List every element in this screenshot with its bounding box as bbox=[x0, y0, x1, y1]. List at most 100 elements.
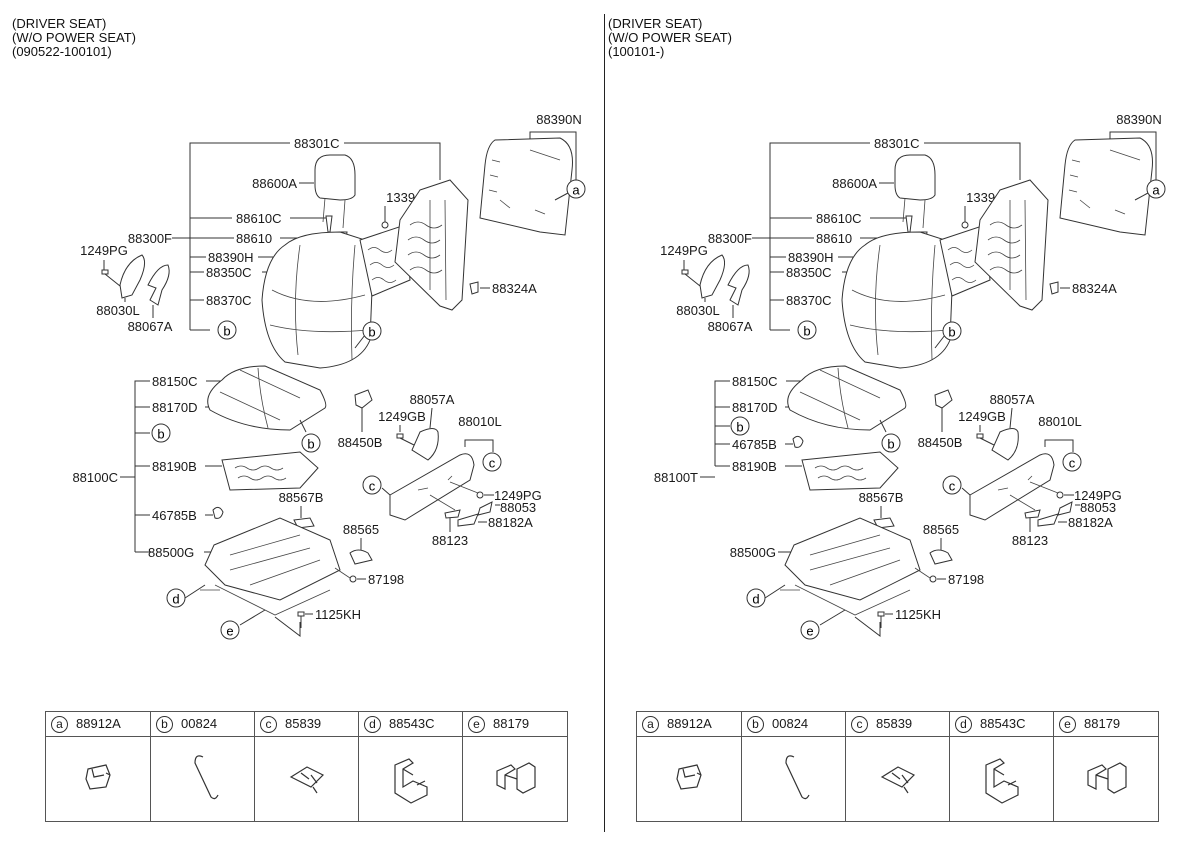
part-label-88067a[interactable]: 88067A bbox=[708, 319, 753, 334]
part-label-88100[interactable]: 88100T bbox=[654, 470, 698, 485]
seat-back-frame-88301C[interactable] bbox=[974, 179, 1049, 311]
part-label-88123[interactable]: 88123 bbox=[1012, 533, 1048, 548]
cover-88182A[interactable] bbox=[457, 513, 479, 527]
part-label-88390n[interactable]: 88390N bbox=[1116, 112, 1162, 127]
cover-88565[interactable] bbox=[929, 549, 953, 565]
shield-88030L[interactable] bbox=[699, 254, 726, 299]
part-label-1249pg_top[interactable]: 1249PG bbox=[660, 243, 708, 258]
shield-88030L[interactable] bbox=[119, 254, 146, 299]
shield-cover-88067A[interactable] bbox=[727, 264, 750, 306]
part-label-46785b[interactable]: 46785B bbox=[152, 508, 197, 523]
bolt-87198[interactable] bbox=[349, 575, 357, 583]
part-label-1249gb[interactable]: 1249GB bbox=[378, 409, 426, 424]
part-label-88030l[interactable]: 88030L bbox=[676, 303, 719, 318]
bolt-1249PG[interactable] bbox=[101, 269, 121, 287]
part-label-88301c[interactable]: 88301C bbox=[294, 136, 340, 151]
seat-back-cushion-88370C[interactable] bbox=[261, 231, 374, 369]
headrest-guide-88610C[interactable] bbox=[325, 215, 333, 233]
shield-cover-88067A[interactable] bbox=[147, 264, 170, 306]
part-label-88567b[interactable]: 88567B bbox=[279, 490, 324, 505]
part-label-88100[interactable]: 88100C bbox=[72, 470, 118, 485]
part-label-88565[interactable]: 88565 bbox=[923, 522, 959, 537]
seat-cushion-88170D[interactable] bbox=[207, 365, 327, 431]
clip-46785B[interactable] bbox=[212, 506, 224, 519]
part-label-88390h[interactable]: 88390H bbox=[788, 250, 834, 265]
part-label-88053[interactable]: 88053 bbox=[500, 500, 536, 515]
bolt-1125KH[interactable] bbox=[297, 611, 305, 628]
part-label-88030l[interactable]: 88030L bbox=[96, 303, 139, 318]
part-label-88350c[interactable]: 88350C bbox=[786, 265, 832, 280]
part-label-88324a[interactable]: 88324A bbox=[492, 281, 537, 296]
knob-88057A[interactable] bbox=[411, 428, 439, 461]
part-label-1125kh[interactable]: 1125KH bbox=[895, 607, 941, 622]
seat-back-cushion-88370C[interactable] bbox=[841, 231, 954, 369]
bolt-1249PG[interactable] bbox=[681, 269, 701, 287]
part-label-88300f[interactable]: 88300F bbox=[708, 231, 752, 246]
clip-46785B[interactable] bbox=[792, 435, 804, 448]
headrest-guide-88610C[interactable] bbox=[905, 215, 913, 233]
seat-frame-88500G[interactable] bbox=[204, 517, 341, 601]
part-label-1125kh[interactable]: 1125KH bbox=[315, 607, 361, 622]
part-label-88010l[interactable]: 88010L bbox=[1038, 414, 1081, 429]
bolt-1125KH[interactable] bbox=[877, 611, 885, 628]
part-label-88450b[interactable]: 88450B bbox=[918, 435, 963, 450]
part-label-88182a[interactable]: 88182A bbox=[488, 515, 533, 530]
seat-frame-88500G[interactable] bbox=[784, 517, 921, 601]
seat-back-board-88390N[interactable] bbox=[479, 137, 573, 236]
bolt-87198[interactable] bbox=[929, 575, 937, 583]
bolt-1249GB[interactable] bbox=[976, 433, 995, 446]
part-label-88567b[interactable]: 88567B bbox=[859, 490, 904, 505]
part-label-88610c[interactable]: 88610C bbox=[816, 211, 862, 226]
part-label-88067a[interactable]: 88067A bbox=[128, 319, 173, 334]
part-label-88500g[interactable]: 88500G bbox=[730, 545, 776, 560]
part-label-88057a[interactable]: 88057A bbox=[410, 392, 455, 407]
part-label-88600a[interactable]: 88600A bbox=[832, 176, 877, 191]
part-label-1249pg_top[interactable]: 1249PG bbox=[80, 243, 128, 258]
cover-88053[interactable] bbox=[1057, 501, 1073, 516]
part-label-88190b[interactable]: 88190B bbox=[732, 459, 777, 474]
part-label-88390n[interactable]: 88390N bbox=[536, 112, 582, 127]
lever-88450B[interactable] bbox=[354, 389, 373, 409]
side-shield-88010L[interactable] bbox=[389, 453, 475, 521]
part-label-88610c[interactable]: 88610C bbox=[236, 211, 282, 226]
seat-cushion-88170D[interactable] bbox=[787, 365, 907, 431]
seat-pad-88190B[interactable] bbox=[801, 451, 899, 491]
seat-back-frame-88301C[interactable] bbox=[394, 179, 469, 311]
part-label-88170d[interactable]: 88170D bbox=[152, 400, 198, 415]
headrest-88600A[interactable] bbox=[314, 154, 356, 201]
nut-1339CC[interactable] bbox=[961, 221, 969, 229]
part-label-88170d[interactable]: 88170D bbox=[732, 400, 778, 415]
part-label-88053[interactable]: 88053 bbox=[1080, 500, 1116, 515]
part-label-46785b[interactable]: 46785B bbox=[732, 437, 777, 452]
headrest-88600A[interactable] bbox=[894, 154, 936, 201]
lever-88324A[interactable] bbox=[469, 281, 479, 295]
cover-88182A[interactable] bbox=[1037, 513, 1059, 527]
part-label-1249gb[interactable]: 1249GB bbox=[958, 409, 1006, 424]
lever-88324A[interactable] bbox=[1049, 281, 1059, 295]
part-label-88370c[interactable]: 88370C bbox=[786, 293, 832, 308]
part-label-88150c[interactable]: 88150C bbox=[732, 374, 778, 389]
part-label-88057a[interactable]: 88057A bbox=[990, 392, 1035, 407]
cover-88123[interactable] bbox=[444, 509, 461, 519]
part-label-88450b[interactable]: 88450B bbox=[338, 435, 383, 450]
part-label-88610[interactable]: 88610 bbox=[816, 231, 852, 246]
bolt-1249GB[interactable] bbox=[396, 433, 415, 446]
bolt-1249PG[interactable] bbox=[476, 491, 484, 499]
part-label-87198[interactable]: 87198 bbox=[948, 572, 984, 587]
knob-88057A[interactable] bbox=[991, 428, 1019, 461]
cover-88565[interactable] bbox=[349, 549, 373, 565]
bolt-1249PG[interactable] bbox=[1056, 491, 1064, 499]
part-label-88500g[interactable]: 88500G bbox=[148, 545, 194, 560]
seat-pad-88190B[interactable] bbox=[221, 451, 319, 491]
part-label-88370c[interactable]: 88370C bbox=[206, 293, 252, 308]
part-label-88565[interactable]: 88565 bbox=[343, 522, 379, 537]
lever-88450B[interactable] bbox=[934, 389, 953, 409]
